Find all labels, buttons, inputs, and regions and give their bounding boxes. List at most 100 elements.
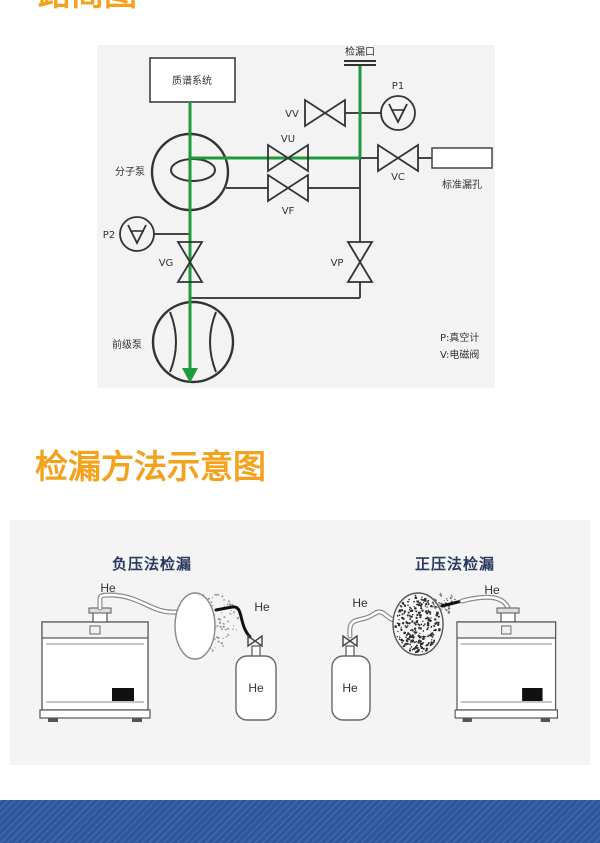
spray-dot xyxy=(408,608,411,611)
spray-dot xyxy=(416,620,419,622)
spray-dot xyxy=(406,614,409,617)
spray-dot xyxy=(437,621,440,624)
spray-dot xyxy=(430,605,433,608)
negative-method-title: 负压法检漏 xyxy=(112,555,192,573)
spray-dot xyxy=(420,645,422,648)
spray-dot xyxy=(220,628,223,631)
spray-dot xyxy=(427,642,430,644)
spray-dot xyxy=(405,621,408,624)
spray-dot xyxy=(411,620,414,623)
spray-dot xyxy=(434,598,436,601)
spray-dot xyxy=(409,634,412,636)
spray-dot xyxy=(225,635,228,638)
spray-dot xyxy=(407,604,409,606)
spray-dot xyxy=(421,638,424,640)
spray-dot xyxy=(219,625,222,628)
spray-dot xyxy=(425,644,428,647)
spray-dot xyxy=(412,648,415,650)
spray-dot xyxy=(434,607,437,609)
spray-dot xyxy=(432,643,434,645)
spray-dot xyxy=(223,605,226,607)
spray-dot xyxy=(217,640,220,643)
spray-dot xyxy=(216,624,219,627)
spray-dot xyxy=(431,601,434,604)
spray-dot xyxy=(420,603,423,606)
spray-dot xyxy=(410,646,413,648)
spray-dot xyxy=(400,608,404,612)
spray-dot xyxy=(438,601,441,604)
spray-dot xyxy=(409,618,412,621)
spray-dot xyxy=(432,598,435,601)
positive-cylinder-he-label: He xyxy=(342,681,358,695)
spray-dot xyxy=(439,593,442,596)
spray-dot xyxy=(411,628,414,632)
spray-dot xyxy=(427,635,429,638)
spray-dot xyxy=(415,610,418,613)
spray-dot xyxy=(398,614,401,616)
spray-dot xyxy=(403,631,406,635)
spray-dot xyxy=(411,613,414,616)
helium-cylinder-icon xyxy=(331,634,371,721)
spray-dot xyxy=(214,594,216,596)
spray-dot xyxy=(401,616,404,620)
spray-dot xyxy=(429,611,432,613)
spray-dot xyxy=(229,612,231,615)
helium-cylinder-icon xyxy=(235,634,277,721)
spray-dot xyxy=(445,609,448,612)
spray-dot xyxy=(413,606,415,608)
spray-dot xyxy=(210,648,212,650)
valve-vf-label: VF xyxy=(282,206,295,217)
positive-hose-he-label: He xyxy=(352,596,368,610)
spray-dot xyxy=(417,641,420,644)
spray-dot xyxy=(427,599,430,602)
spray-dot xyxy=(417,651,419,653)
spray-dot xyxy=(405,634,408,637)
vacuum-gauge-icon xyxy=(380,95,416,131)
spray-dot xyxy=(409,615,412,618)
spray-dot xyxy=(425,602,428,606)
spray-dot xyxy=(403,612,405,614)
flow-arrow-icon xyxy=(182,368,198,383)
spray-dot xyxy=(431,639,433,641)
spray-dot xyxy=(434,618,437,621)
spray-dot xyxy=(222,645,224,647)
spray-dot xyxy=(426,606,428,608)
spray-dot xyxy=(411,640,414,643)
spray-dot xyxy=(414,630,417,632)
spray-dot xyxy=(397,623,401,627)
spray-dot xyxy=(421,636,423,638)
spray-dot xyxy=(422,624,425,627)
spray-dot xyxy=(414,594,417,597)
valve-vc-label: VC xyxy=(391,172,405,183)
gauge-p1-label: P1 xyxy=(392,81,404,92)
valve-vp-icon xyxy=(346,241,374,283)
spray-dot xyxy=(398,611,400,613)
spray-dot xyxy=(405,626,408,629)
spray-dot xyxy=(218,621,222,624)
spray-dot xyxy=(415,644,418,647)
spray-dot xyxy=(400,629,403,632)
spray-dot xyxy=(211,597,214,599)
spray-dot xyxy=(210,601,213,604)
vacuum-gauge-icon xyxy=(119,216,155,252)
molecular-pump-label: 分子泵 xyxy=(115,166,145,178)
spray-dot xyxy=(416,603,418,606)
spray-dot xyxy=(437,615,440,618)
spray-dot xyxy=(230,609,232,612)
valve-vg-label: VG xyxy=(159,258,174,269)
spray-dot xyxy=(427,609,430,612)
spray-dot xyxy=(413,630,416,633)
spray-dot xyxy=(434,628,437,632)
spray-dot xyxy=(407,632,410,635)
spray-dot xyxy=(447,608,450,610)
spray-dot xyxy=(428,610,431,614)
legend-valve: V:电磁阀 xyxy=(440,348,479,361)
spray-dot xyxy=(413,600,416,603)
spray-dot xyxy=(421,651,423,653)
spray-dot xyxy=(420,623,423,626)
spray-dot xyxy=(232,628,234,630)
spray-dot xyxy=(211,604,214,607)
spray-dot xyxy=(402,644,406,648)
spray-dot xyxy=(408,635,412,639)
spray-dot xyxy=(418,639,421,642)
